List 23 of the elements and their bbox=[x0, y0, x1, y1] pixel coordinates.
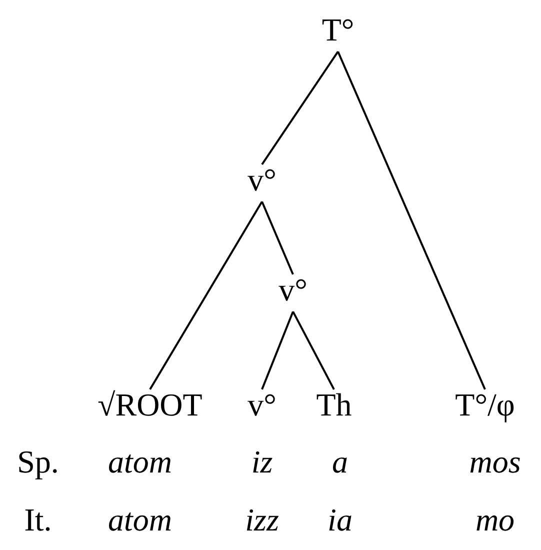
tree-node-label: √ROOT bbox=[98, 387, 202, 423]
tree-branch bbox=[261, 201, 294, 275]
morpheme-label: a bbox=[332, 444, 348, 480]
tree-node-label: v° bbox=[248, 162, 276, 198]
language-label: Sp. bbox=[17, 444, 59, 480]
tree-branch bbox=[261, 311, 294, 390]
morpheme-label: mos bbox=[469, 444, 521, 480]
morpheme-label: iz bbox=[251, 444, 273, 480]
tree-branch bbox=[261, 51, 339, 165]
tree-branch bbox=[337, 51, 486, 390]
morpheme-label: ia bbox=[328, 502, 352, 538]
tree-node-label: T° bbox=[322, 12, 354, 48]
tree-branch bbox=[149, 201, 263, 390]
tree-node-label: T°/φ bbox=[455, 387, 515, 423]
morpheme-label: izz bbox=[245, 502, 279, 538]
tree-node-label: v° bbox=[278, 272, 308, 308]
tree-branch bbox=[292, 311, 335, 390]
language-label: It. bbox=[24, 502, 52, 538]
tree-node-label: Th bbox=[316, 387, 352, 423]
morpheme-label: atom bbox=[108, 444, 172, 480]
morpheme-label: atom bbox=[108, 502, 172, 538]
tree-node-label: v° bbox=[248, 387, 276, 423]
morpheme-label: mo bbox=[475, 502, 515, 538]
